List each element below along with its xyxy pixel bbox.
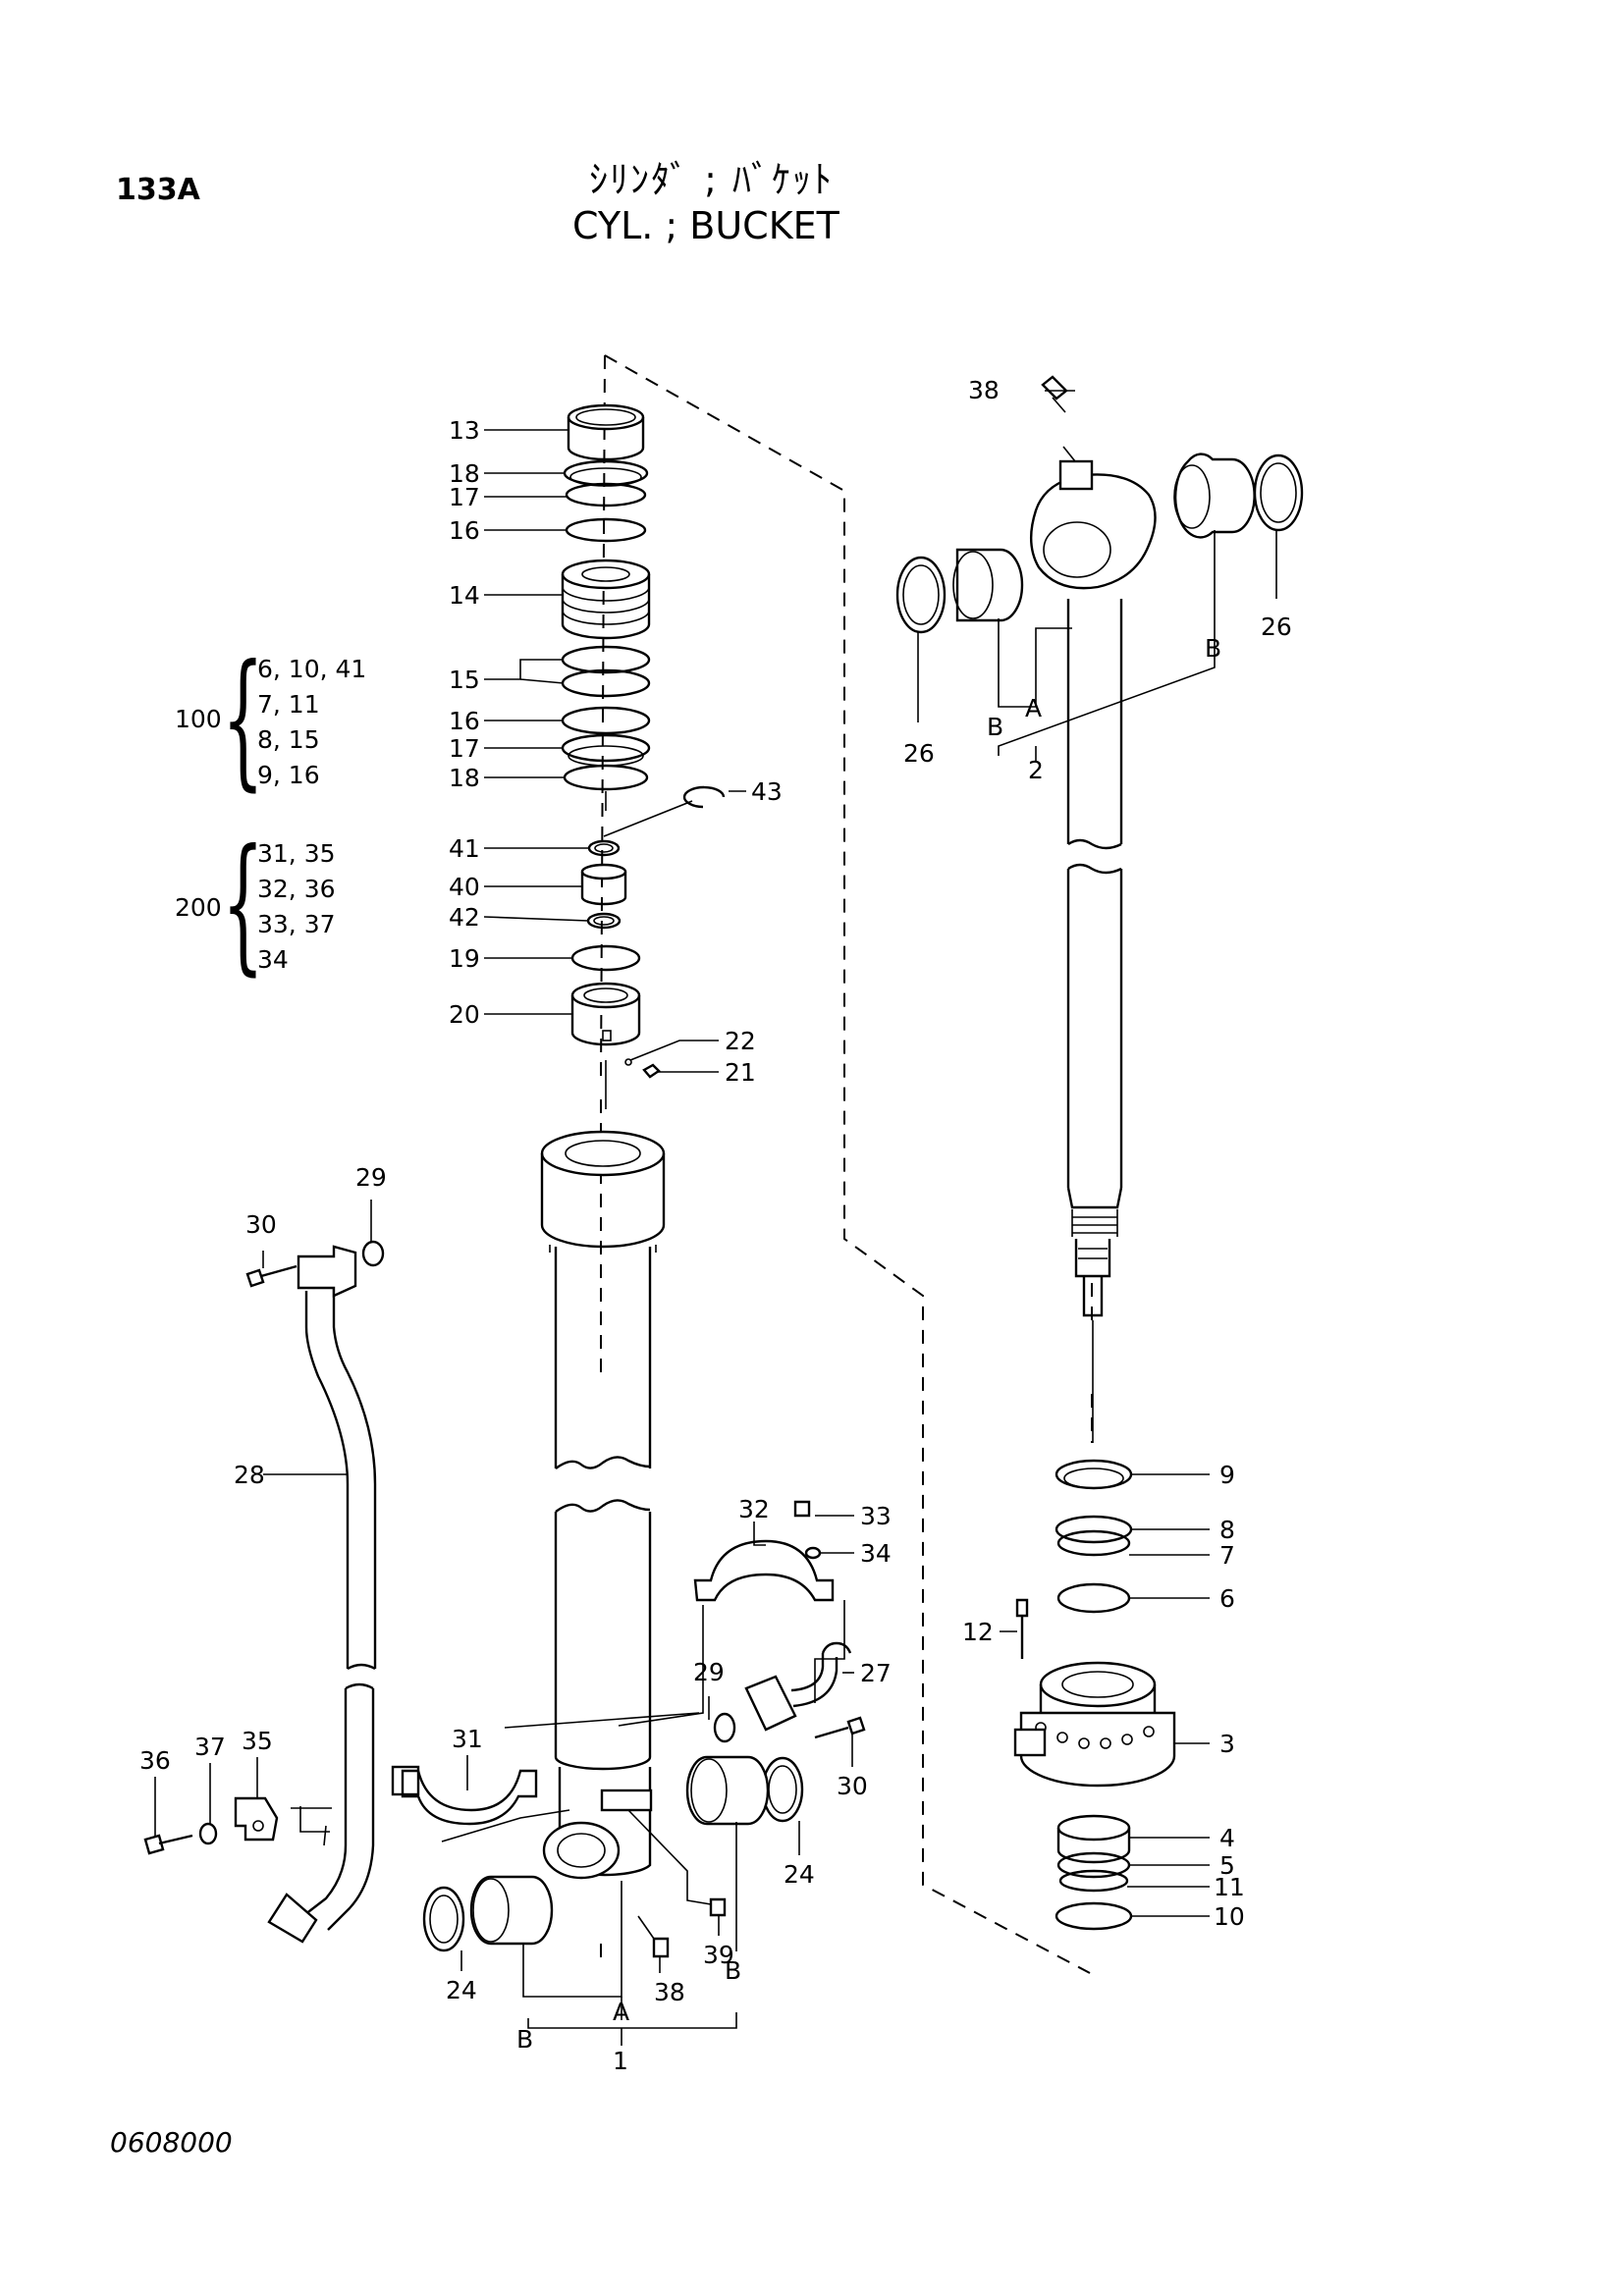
title-japanese: ｼﾘﾝﾀﾞ ; ﾊﾞｹｯﾄ [589, 158, 834, 201]
callout: 14 [449, 581, 480, 610]
cylinder-tube [540, 1130, 666, 1880]
callout: 26 [903, 739, 935, 768]
callout: 16 [449, 707, 480, 735]
callout: 32 [738, 1495, 770, 1523]
callout: 2 [1028, 756, 1044, 784]
callout: 40 [449, 873, 480, 901]
callout: 33 [860, 1502, 892, 1530]
callout: 43 [751, 777, 783, 806]
callout: 39 [703, 1941, 734, 1969]
group-200-item: 32, 36 [257, 875, 336, 903]
group-100-item: 7, 11 [257, 690, 320, 719]
callout: 1 [613, 2047, 628, 2075]
callout: 8 [1219, 1516, 1235, 1544]
cylinder-head-stack [1013, 1459, 1176, 1931]
callout: 31 [452, 1725, 483, 1753]
group-100-item: 9, 16 [257, 761, 320, 789]
callout: 12 [962, 1618, 994, 1646]
group-200-item: 33, 37 [257, 910, 336, 938]
callout: 15 [449, 666, 480, 694]
callout: B [987, 713, 1003, 741]
callout: 29 [355, 1163, 387, 1192]
callout: 20 [449, 1000, 480, 1029]
part-20-nut [570, 982, 641, 1046]
callout: 22 [725, 1027, 756, 1055]
callout: 37 [194, 1733, 226, 1761]
catalog-code: 0608000 [110, 2126, 233, 2159]
group-100-number: 100 [175, 705, 222, 733]
callout: B [516, 2025, 533, 2054]
group-200-items: 31, 35 32, 36 33, 37 34 [257, 836, 336, 978]
group-100-item: 8, 15 [257, 725, 320, 754]
callout: 26 [1261, 613, 1292, 641]
callout: 17 [449, 734, 480, 763]
callout: 16 [449, 516, 480, 545]
group-100-item: 6, 10, 41 [257, 655, 367, 683]
callout: 42 [449, 903, 480, 932]
callout: 17 [449, 483, 480, 511]
title-english: CYL. ; BUCKET [572, 204, 839, 247]
callout: 13 [449, 416, 480, 445]
group-200-item: 31, 35 [257, 839, 336, 868]
part-14-piston [561, 559, 651, 640]
callout: 9 [1219, 1461, 1235, 1489]
callout: 21 [725, 1058, 756, 1087]
callout: 38 [654, 1978, 685, 2006]
callout: 28 [234, 1461, 265, 1489]
callout: 4 [1219, 1824, 1235, 1852]
group-200-brace-icon: { [222, 819, 264, 989]
leader-lines [154, 390, 1277, 2046]
callout: 10 [1214, 1902, 1245, 1931]
callout: A [1025, 694, 1042, 722]
callout: B [1205, 634, 1221, 663]
page-code: 133A [116, 173, 200, 207]
callout: 5 [1219, 1851, 1235, 1880]
piston-stack [561, 403, 726, 1109]
callout: 11 [1214, 1873, 1245, 1901]
callout: 34 [860, 1539, 892, 1568]
assembly-dash-lines [600, 354, 1093, 1974]
callout: 41 [449, 834, 480, 863]
callout: 30 [245, 1210, 277, 1239]
callout: A [613, 1998, 629, 2026]
callout: 18 [449, 459, 480, 488]
callout: 35 [242, 1727, 273, 1755]
callout: 18 [449, 764, 480, 792]
callout: 27 [860, 1659, 892, 1687]
callout: 36 [139, 1746, 171, 1775]
callout: 29 [693, 1658, 725, 1686]
callout: 30 [837, 1772, 868, 1800]
callout: 3 [1219, 1730, 1235, 1758]
callout: 24 [784, 1860, 815, 1889]
callout: 7 [1219, 1541, 1235, 1570]
group-200-item: 34 [257, 945, 289, 974]
callout: 38 [968, 376, 1000, 404]
callout: B [725, 1956, 741, 1985]
part-13-bushing [567, 403, 645, 461]
callout: 19 [449, 944, 480, 973]
callout-labels: 13 18 17 16 14 15 16 17 18 43 41 40 42 1… [139, 376, 1292, 2075]
callout: 24 [446, 1976, 477, 2004]
group-100-brace-icon: { [222, 634, 264, 805]
group-200-number: 200 [175, 893, 222, 922]
callout: 6 [1219, 1584, 1235, 1613]
group-100-items: 6, 10, 41 7, 11 8, 15 9, 16 [257, 652, 366, 793]
cylinder-rod [1030, 446, 1157, 1443]
